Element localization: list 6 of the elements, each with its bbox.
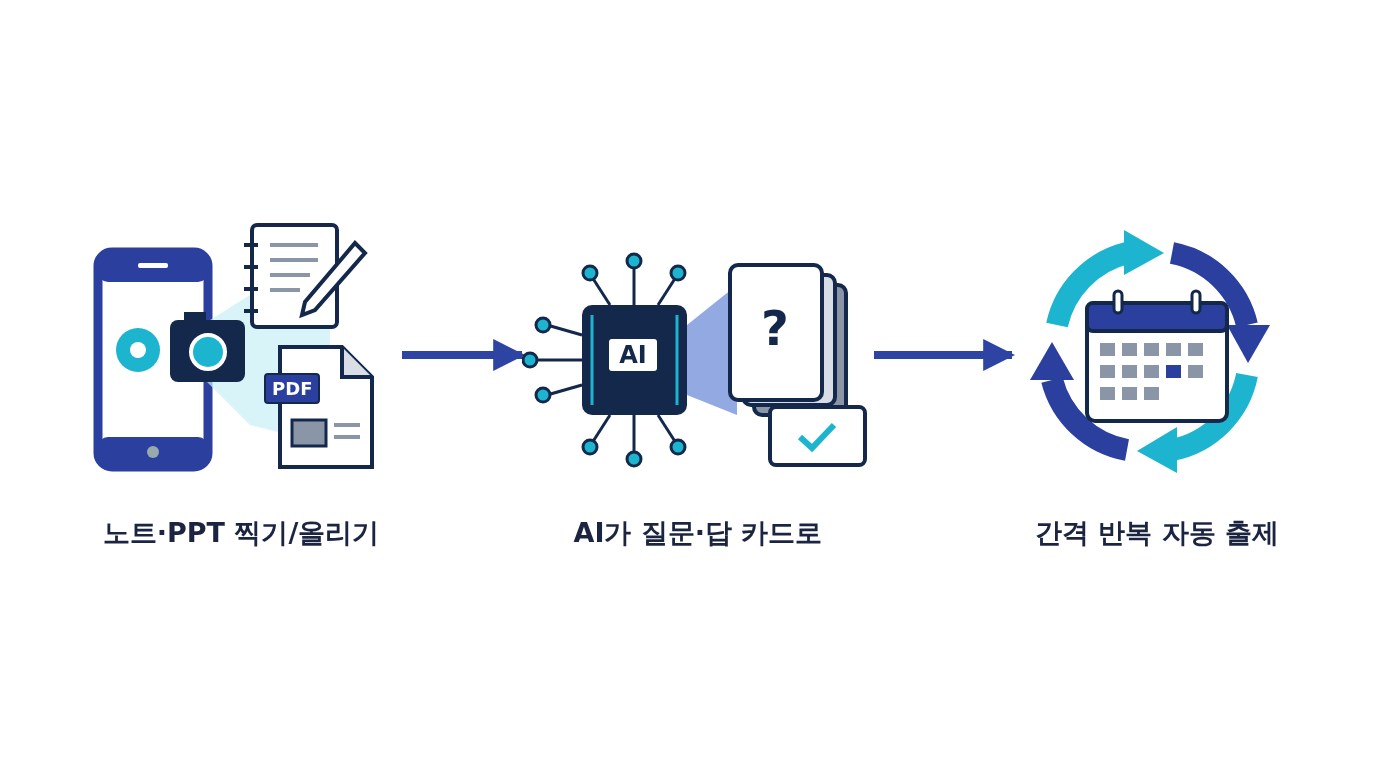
- step-caption: AI가 질문·답 카드로: [572, 516, 824, 550]
- step-caption: 간격 반복 자동 출제: [1033, 516, 1281, 550]
- question-mark: ?: [760, 300, 790, 356]
- chip-label: AI: [609, 339, 657, 371]
- file-type-tag: PDF: [264, 373, 321, 404]
- step-caption: 노트·PPT 찍기/올리기: [101, 516, 381, 550]
